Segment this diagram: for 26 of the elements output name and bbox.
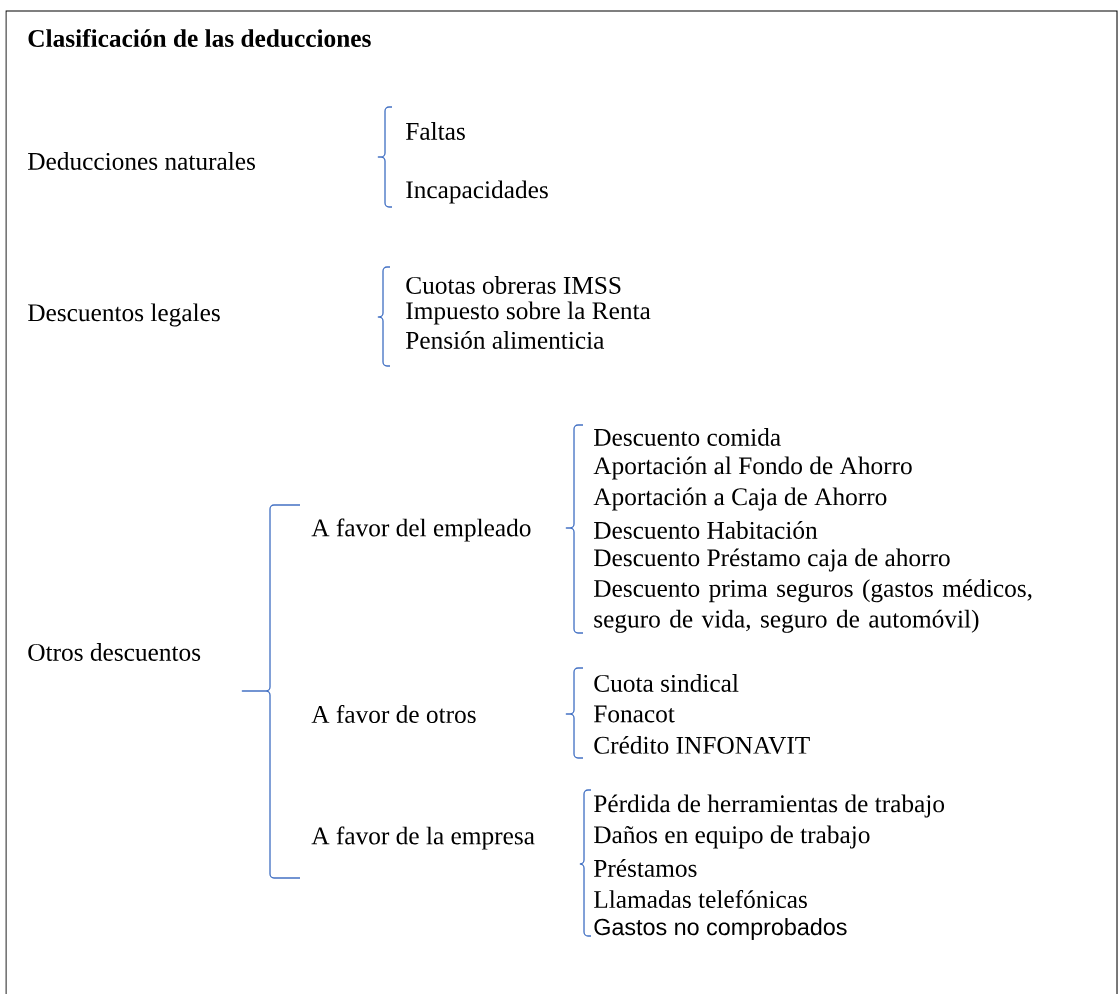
list-item: Préstamos [594,859,697,877]
list-item: Descuento comida [594,428,781,446]
category-label: Otros descuentos [28,643,201,661]
list-item: Fonacot [594,705,675,723]
list-item: Incapacidades [406,180,548,204]
subcategory-label: A favor de la empresa [311,826,535,850]
subcategory-label: A favor de otros [311,704,476,724]
list-item: Descuento Préstamo caja de ahorro [594,548,950,572]
list-item: Aportación al Fondo de Ahorro [593,456,912,480]
category-label: Deducciones naturales [28,152,255,170]
list-item: Cuota sindical [594,674,739,692]
list-item: Descuento prima seguros (gastos médicos, seguro de vida, seguro de automóvil) [594,579,1032,633]
list-item: Gastos no comprobados [594,918,847,940]
title: Clasificación de las deducciones [28,28,371,48]
list-item: Impuesto sobre la Renta [406,301,651,325]
subcategory-label: A favor del empleado [311,518,531,542]
list-item: Daños en equipo de trabajo [594,825,870,849]
category-label: Descuentos legales [28,303,220,327]
list-item: Aportación a Caja de Ahorro [593,487,887,511]
list-item: Faltas [406,122,465,140]
list-item: Descuento Habitación [594,521,818,539]
list-item: Llamadas telefónicas [594,889,807,909]
list-item: Pensión alimenticia [406,331,605,349]
list-item: Crédito INFONAVIT [594,736,810,754]
list-item: Pérdida de herramientas de trabajo [594,794,945,818]
list-item: Cuotas obreras IMSS [406,276,621,294]
